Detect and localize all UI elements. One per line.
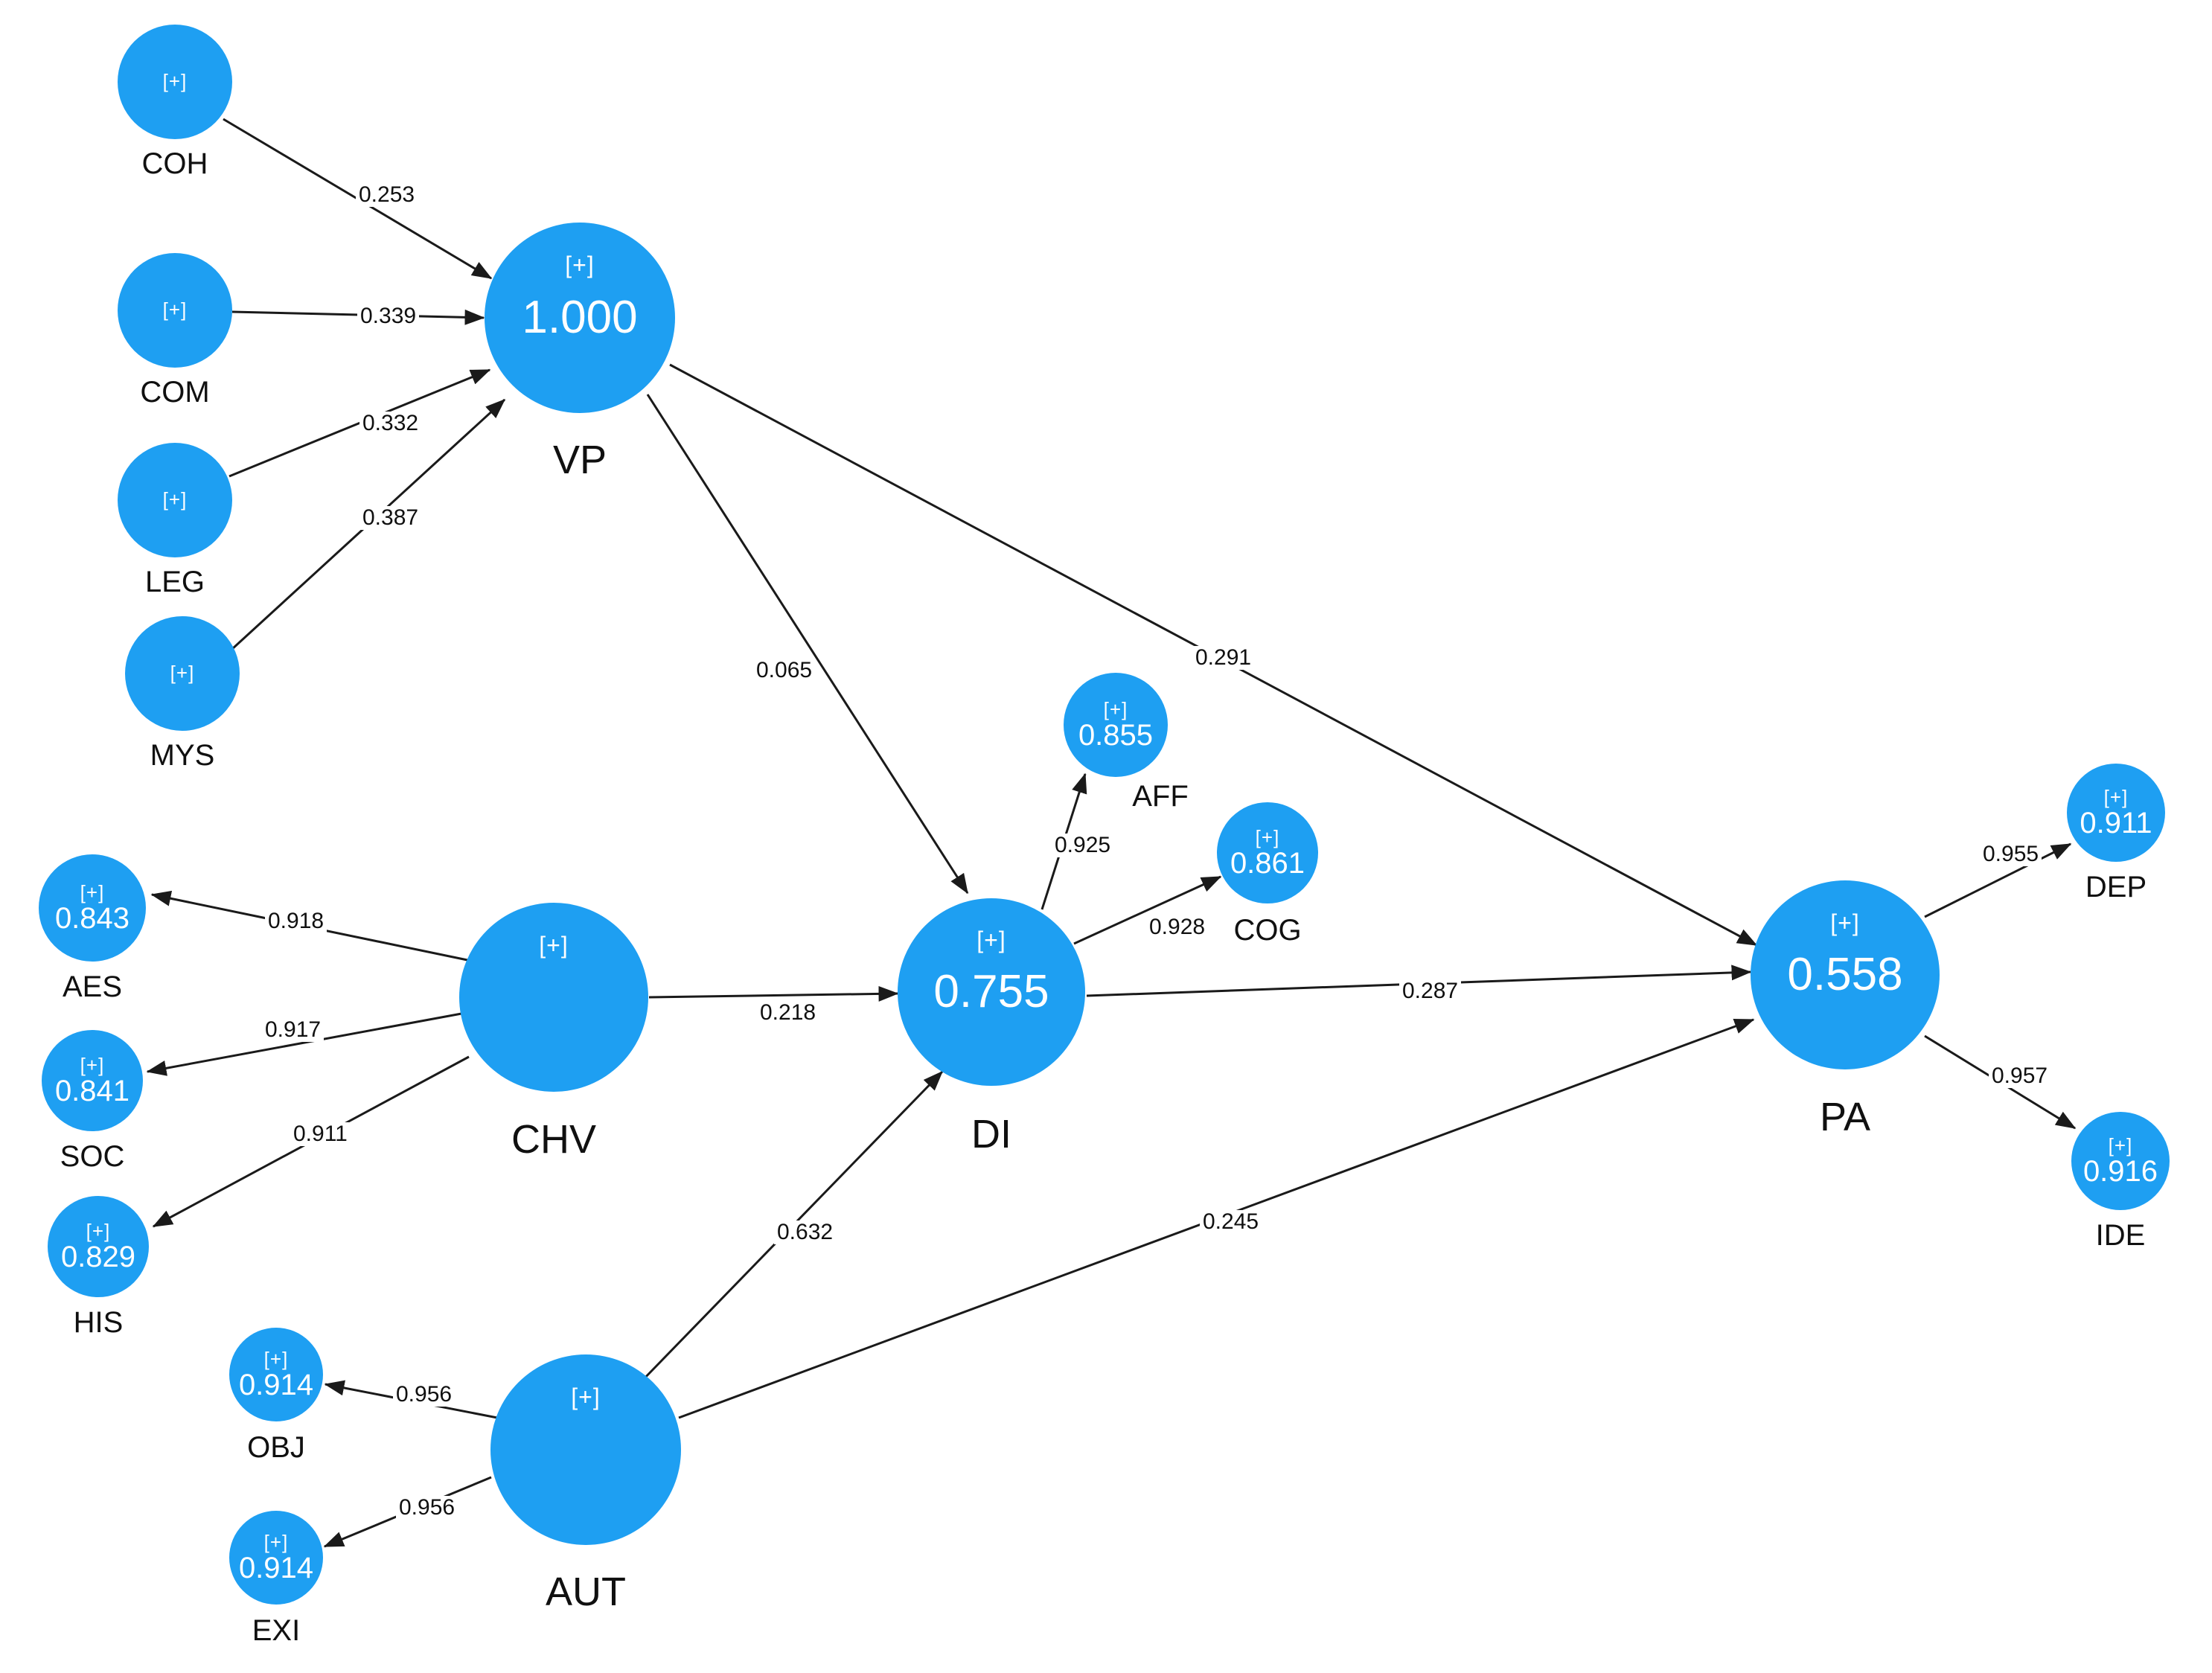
node-his[interactable]: [+]0.829 [48, 1196, 149, 1297]
plus-expand-icon[interactable]: [+] [170, 662, 195, 684]
node-caption-aut: AUT [546, 1570, 626, 1614]
plus-expand-icon[interactable]: [+] [2103, 786, 2129, 808]
edge-weight-di-pa: 0.287 [1399, 979, 1462, 1003]
node-caption-di: DI [971, 1112, 1011, 1157]
edge-weight-aut-exi: 0.956 [396, 1496, 458, 1520]
edge-weight-chv-di: 0.218 [757, 1001, 819, 1025]
node-caption-coh: COH [141, 147, 208, 180]
node-cog[interactable]: [+]0.861 [1217, 802, 1318, 903]
node-value: 0.755 [933, 966, 1049, 1017]
plus-expand-icon[interactable]: [+] [976, 927, 1006, 954]
node-caption-pa: PA [1819, 1095, 1871, 1139]
plus-expand-icon[interactable]: [+] [86, 1220, 111, 1242]
node-mys[interactable]: [+] [125, 616, 240, 731]
edge-weight-di-aff: 0.925 [1052, 834, 1114, 857]
plus-expand-icon[interactable]: [+] [80, 881, 105, 903]
node-caption-his: HIS [73, 1306, 124, 1339]
node-value: 1.000 [522, 292, 638, 343]
node-aff[interactable]: [+]0.855 [1064, 673, 1168, 777]
edge-weight-aut-obj: 0.956 [393, 1383, 455, 1407]
edge-weight-aut-pa: 0.245 [1200, 1210, 1262, 1234]
node-caption-cog: COG [1233, 914, 1302, 947]
node-chv[interactable]: [+] [459, 903, 648, 1092]
node-value: 0.861 [1230, 847, 1305, 880]
node-coh[interactable]: [+] [118, 25, 232, 139]
node-soc[interactable]: [+]0.841 [42, 1030, 143, 1131]
node-caption-soc: SOC [60, 1140, 125, 1173]
plus-expand-icon[interactable]: [+] [539, 931, 569, 959]
edge-weight-pa-ide: 0.957 [1989, 1064, 2051, 1088]
node-caption-mys: MYS [150, 739, 215, 772]
plus-expand-icon[interactable]: [+] [2108, 1134, 2133, 1157]
node-obj[interactable]: [+]0.914 [229, 1328, 323, 1421]
node-caption-ide: IDE [2095, 1219, 2146, 1252]
edge-weight-vp-di: 0.065 [753, 659, 816, 682]
node-vp[interactable]: [+] 1.000 [485, 223, 675, 413]
plus-expand-icon[interactable]: [+] [162, 488, 188, 511]
node-com[interactable]: [+] [118, 253, 232, 368]
node-value: 0.855 [1078, 719, 1154, 752]
node-value: 0.843 [54, 902, 130, 935]
node-dep[interactable]: [+]0.911 [2067, 764, 2165, 862]
plus-expand-icon[interactable]: [+] [162, 70, 188, 92]
plus-expand-icon[interactable]: [+] [1103, 698, 1128, 720]
node-caption-obj: OBJ [247, 1431, 305, 1464]
edge-weight-di-cog: 0.928 [1146, 915, 1209, 939]
edge-chv-to-soc [146, 1012, 462, 1076]
node-caption-chv: CHV [511, 1117, 596, 1162]
node-caption-com: COM [140, 376, 210, 409]
edge-weight-coh-vp: 0.253 [356, 183, 418, 207]
node-value: 0.841 [54, 1075, 130, 1107]
edge-weight-pa-dep: 0.955 [1980, 842, 2042, 866]
node-caption-vp: VP [552, 438, 607, 482]
node-value: 0.911 [2080, 807, 2152, 839]
plus-expand-icon[interactable]: [+] [80, 1054, 105, 1076]
plus-expand-icon[interactable]: [+] [263, 1531, 289, 1553]
edge-pa-to-dep [1924, 842, 2072, 918]
node-leg[interactable]: [+] [118, 443, 232, 557]
node-value: 0.916 [2082, 1155, 2158, 1188]
node-di[interactable]: [+] 0.755 [898, 898, 1085, 1086]
node-caption-aff: AFF [1132, 780, 1189, 813]
node-caption-exi: EXI [252, 1614, 301, 1647]
node-value: 0.914 [238, 1552, 314, 1584]
plus-expand-icon[interactable]: [+] [1830, 909, 1860, 936]
node-caption-leg: LEG [144, 566, 205, 598]
edge-weight-aut-di: 0.632 [774, 1221, 837, 1244]
node-caption-aes: AES [62, 970, 123, 1003]
node-aes[interactable]: [+]0.843 [39, 854, 146, 962]
node-exi[interactable]: [+]0.914 [229, 1511, 323, 1605]
node-ide[interactable]: [+]0.916 [2071, 1112, 2170, 1210]
edge-di-to-cog [1073, 875, 1222, 945]
edge-chv-to-di [648, 985, 899, 1002]
edge-weight-chv-his: 0.911 [290, 1122, 351, 1146]
node-value: 0.558 [1787, 949, 1903, 1000]
plus-expand-icon[interactable]: [+] [263, 1348, 289, 1370]
node-aut[interactable]: [+] [490, 1354, 681, 1545]
edge-weight-chv-soc: 0.917 [262, 1018, 325, 1042]
edge-vp-to-di [646, 394, 969, 895]
node-value: 0.914 [238, 1369, 314, 1401]
plus-expand-icon[interactable]: [+] [571, 1383, 601, 1410]
edge-weight-vp-pa: 0.291 [1192, 646, 1255, 670]
edge-weight-com-vp: 0.339 [357, 304, 420, 328]
node-caption-dep: DEP [2085, 871, 2147, 903]
edge-weight-leg-vp: 0.332 [359, 412, 422, 435]
plus-expand-icon[interactable]: [+] [1255, 826, 1280, 848]
node-pa[interactable]: [+] 0.558 [1751, 880, 1940, 1069]
plus-expand-icon[interactable]: [+] [565, 251, 595, 278]
plus-expand-icon[interactable]: [+] [162, 298, 188, 321]
node-value: 0.829 [60, 1241, 136, 1273]
edge-weight-chv-aes: 0.918 [265, 909, 327, 933]
edge-weight-mys-vp: 0.387 [359, 506, 422, 530]
